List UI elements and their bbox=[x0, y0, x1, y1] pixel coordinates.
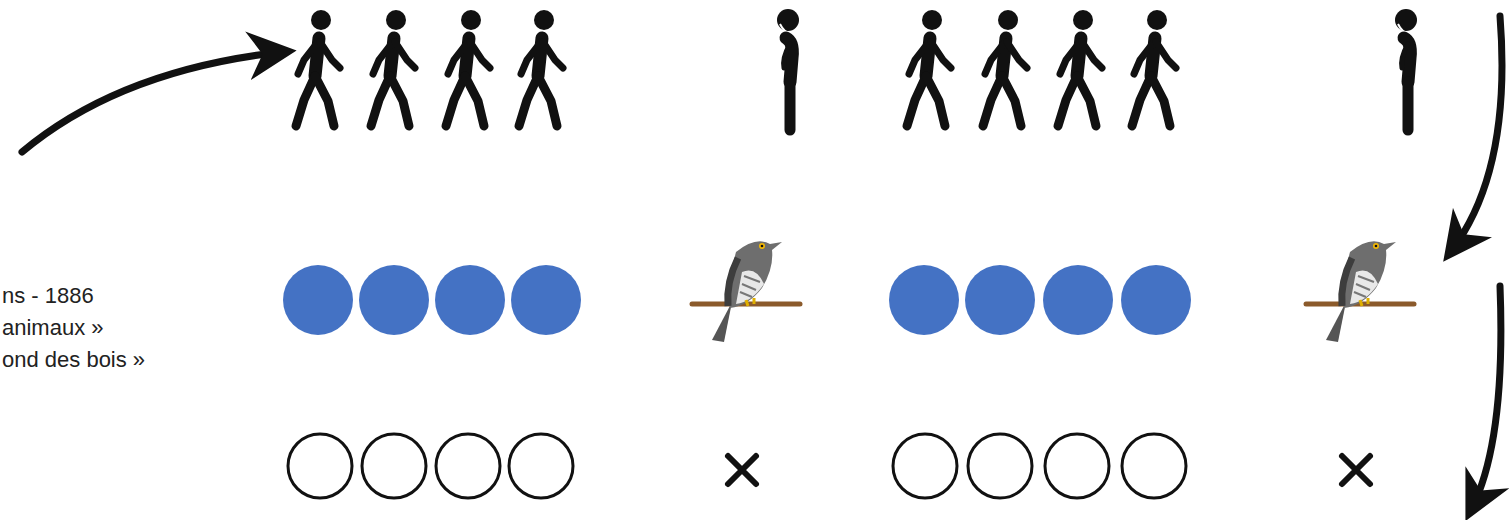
label-group: ns - 1886animaux »ond des bois » bbox=[2, 280, 145, 376]
cuckoo-birds bbox=[692, 241, 1414, 342]
empty-circles bbox=[288, 434, 1186, 498]
source-note: ond des bois » bbox=[2, 344, 145, 376]
flow-arrows bbox=[22, 16, 1502, 508]
walking-figures bbox=[296, 10, 1176, 126]
source-note: ns - 1886 bbox=[2, 280, 145, 312]
source-note: animaux » bbox=[2, 312, 145, 344]
cross-marks bbox=[728, 456, 1370, 484]
standing-figures bbox=[777, 9, 1417, 130]
